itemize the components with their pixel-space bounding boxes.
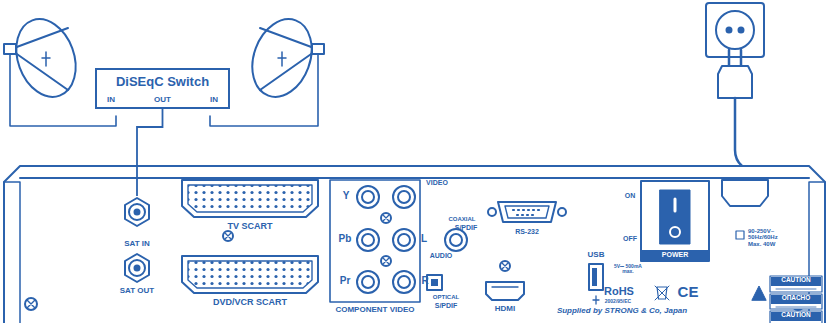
port-label: IN xyxy=(107,95,115,104)
signal-name: Pr xyxy=(340,276,351,287)
switch-title: DiSEqC Switch xyxy=(107,74,218,89)
port-label: OPTICAL xyxy=(433,294,459,300)
scart-label: DVD/VCR SCART xyxy=(213,298,287,307)
directive-note: 2002/95/EC xyxy=(605,299,631,304)
rating-note: 90-250V~ 50Hz/60Hz Max. 40W xyxy=(748,228,790,247)
signal-name: Y xyxy=(343,191,350,202)
coax-cable xyxy=(137,109,163,196)
port-label: S/PDIF xyxy=(455,224,478,231)
port-label: IN xyxy=(210,95,218,104)
rating-note: 5V⎓ 500mA max. xyxy=(613,264,643,275)
switch-state: ON xyxy=(625,192,636,199)
diseqc-switch-box: DiSEqC SwitchIN OUT IN xyxy=(95,68,230,109)
cable-line xyxy=(137,109,163,196)
port-label: VIDEO xyxy=(426,179,448,186)
rohs-mark: RoHS xyxy=(604,286,634,298)
port-label: AUDIO xyxy=(430,252,453,259)
port-label: COAXIAL xyxy=(449,216,476,222)
signal-name: R xyxy=(421,276,428,287)
port-row: IN OUT IN xyxy=(107,95,218,104)
port-label: HDMI xyxy=(495,305,515,313)
ce-mark: CE xyxy=(678,284,699,300)
scart-label: TV SCART xyxy=(228,222,273,231)
port-label: S/PDIF xyxy=(435,302,458,309)
sat-in-connector: SAT IN xyxy=(117,196,157,248)
switch-state: OFF xyxy=(623,235,637,242)
warning-label: CAUTION xyxy=(781,312,811,319)
signal-name: L xyxy=(421,234,427,245)
supplier-note: Supplied by STRONG & Co, Japan xyxy=(557,307,687,315)
port-label: USB xyxy=(588,251,605,259)
port-label: OUT xyxy=(154,95,171,104)
warning-label: CAUTION xyxy=(781,277,811,284)
port-label: COMPONENT VIDEO xyxy=(335,306,414,314)
port-label: RS-232 xyxy=(515,228,539,235)
port-label: SAT OUT xyxy=(120,287,155,295)
warning-label: ОПАСНО xyxy=(782,295,811,302)
signal-name: Pb xyxy=(339,234,352,245)
switch-label: POWER xyxy=(662,251,688,258)
port-label: SAT IN xyxy=(107,239,167,248)
